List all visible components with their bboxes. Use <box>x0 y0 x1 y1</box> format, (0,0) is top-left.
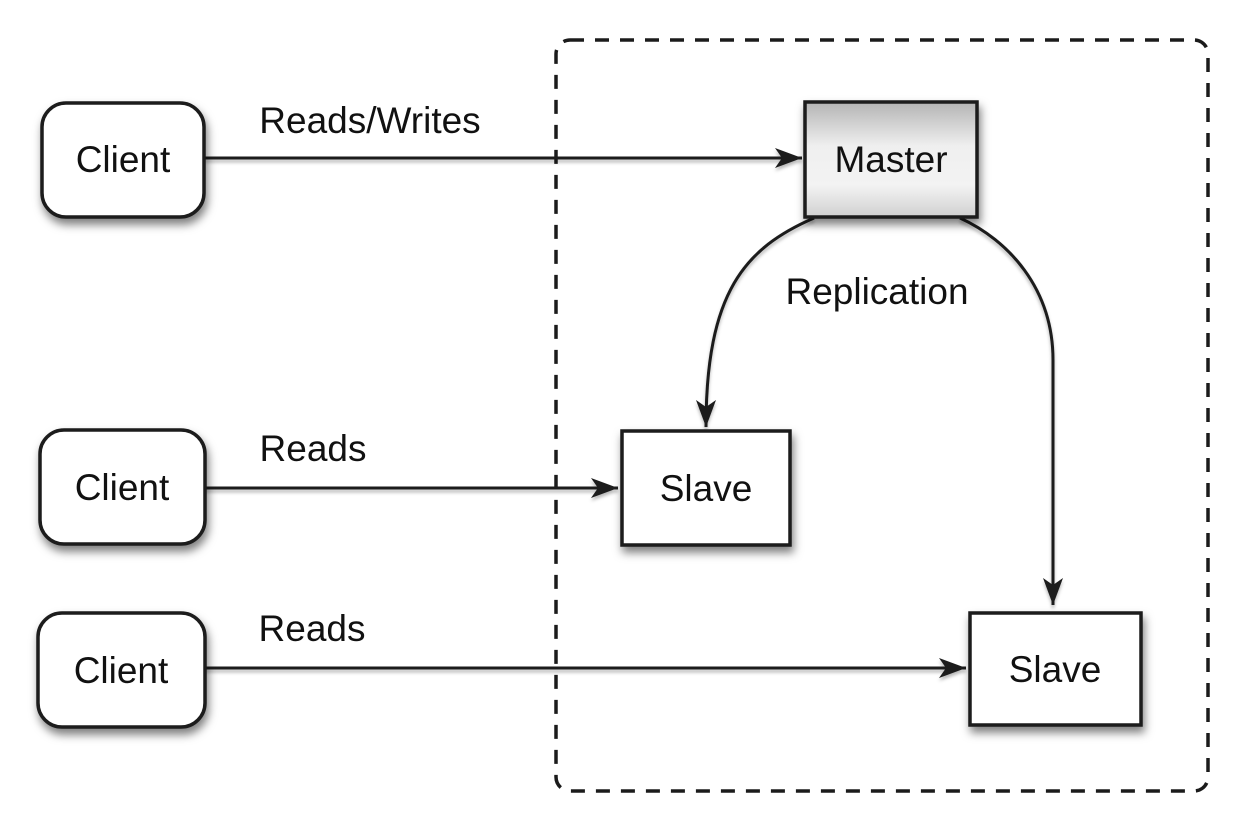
client-box-1 <box>40 101 206 219</box>
slave-label-1: Slave <box>660 468 753 509</box>
client-box-2 <box>38 428 207 546</box>
master-label: Master <box>834 139 947 180</box>
edge-label-reads-1: Reads <box>260 428 367 469</box>
edge-label-replication: Replication <box>785 271 968 312</box>
edges-group <box>205 148 1063 678</box>
replication-boundary <box>554 38 1210 793</box>
slave-box-1 <box>620 429 792 547</box>
slave-label-2: Slave <box>1009 649 1102 690</box>
slave-box-2 <box>968 611 1143 727</box>
client-label-3: Client <box>74 650 169 691</box>
client-node-3: Client <box>36 611 207 729</box>
edge-label-reads-writes: Reads/Writes <box>259 100 480 141</box>
client-box-3 <box>36 611 207 729</box>
client-node-1: Client <box>40 101 206 219</box>
master-node: Master <box>803 100 979 219</box>
master-box <box>803 100 979 219</box>
slave-node-1: Slave <box>620 429 792 547</box>
edge-replication-arrow-right <box>959 216 1063 605</box>
edge-label-reads-2: Reads <box>259 608 366 649</box>
edge-replication-arrow-left <box>696 216 815 428</box>
slave-node-2: Slave <box>968 611 1143 727</box>
client-label-2: Client <box>75 467 170 508</box>
client-node-2: Client <box>38 428 207 546</box>
client-label-1: Client <box>76 139 171 180</box>
